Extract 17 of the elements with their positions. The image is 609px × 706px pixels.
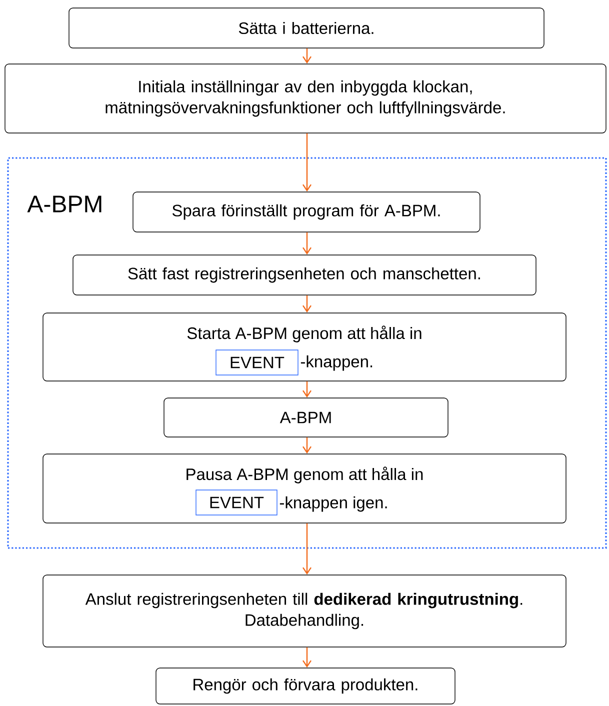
process-box: A-BPM <box>164 398 448 438</box>
arrow <box>302 381 312 398</box>
button-label: EVENT <box>216 350 298 376</box>
process-box: Rengör och förvara produkten. <box>156 668 456 704</box>
arrow <box>302 523 312 575</box>
arrow <box>302 295 312 313</box>
arrow <box>302 133 312 192</box>
process-box: Sätt fast registreringsenheten och manschetten. <box>72 254 536 296</box>
process-box: Anslut registreringsenheten till dedikerad kringutrustning. Databehandling. <box>42 574 566 648</box>
arrow <box>302 437 312 454</box>
arrow <box>302 48 312 64</box>
process-box: Spara förinställt program för A-BPM. <box>132 192 480 232</box>
arrow <box>302 232 312 255</box>
process-box: Initiala inställningar av den inbyggda klockan, mätningsövervakningsfunktioner och luftfyllningsvärde. <box>4 64 606 134</box>
process-box: Sätta i batterierna. <box>68 8 544 48</box>
arrow <box>302 647 312 668</box>
button-label: EVENT <box>196 490 278 516</box>
